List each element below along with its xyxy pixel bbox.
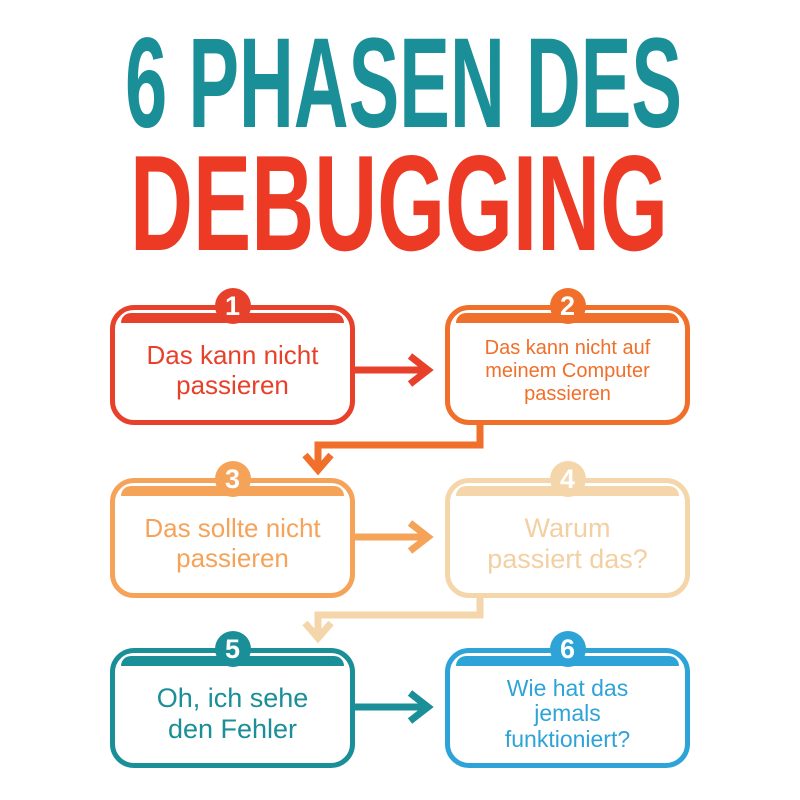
phase-box-3: 3 Das sollte nicht passieren: [110, 461, 355, 598]
phase-box-2: 2 Das kann nicht auf meinem Computer pas…: [445, 288, 690, 425]
phase-number-badge: 4: [549, 461, 586, 497]
arrow-2-to-3: [302, 424, 484, 476]
phase-text: Wie hat das jemals funktioniert?: [504, 675, 631, 752]
phase-text: Das kann nicht passieren: [146, 340, 319, 400]
phase-box-5: 5 Oh, ich sehe den Fehler: [110, 631, 355, 768]
phase-number-badge: 6: [549, 631, 586, 667]
phase-box-1: 1 Das kann nicht passieren: [110, 288, 355, 425]
phase-text: Oh, ich sehe den Fehler: [156, 682, 309, 744]
phase-text: Das sollte nicht passieren: [144, 513, 321, 573]
phase-box-4: 4 Warum passiert das?: [445, 461, 690, 598]
arrow-1-to-2: [355, 353, 434, 387]
phase-text: Warum passiert das?: [487, 512, 648, 574]
title-line-1: 6 PHASEN DES: [125, 12, 682, 155]
arrow-5-to-6: [355, 690, 434, 724]
page-title: 6 PHASEN DES DEBUGGING: [125, 12, 682, 270]
title-line-2: DEBUGGING: [130, 127, 668, 270]
phase-number-badge: 3: [214, 461, 251, 497]
arrow-4-to-5: [302, 597, 484, 644]
phase-number-badge: 5: [214, 631, 251, 667]
phase-text: Das kann nicht auf meinem Computer passi…: [484, 336, 651, 405]
phase-number-badge: 1: [214, 288, 251, 324]
arrow-3-to-4: [355, 520, 434, 554]
phase-box-6: 6 Wie hat das jemals funktioniert?: [445, 631, 690, 768]
phase-number-badge: 2: [549, 288, 586, 324]
